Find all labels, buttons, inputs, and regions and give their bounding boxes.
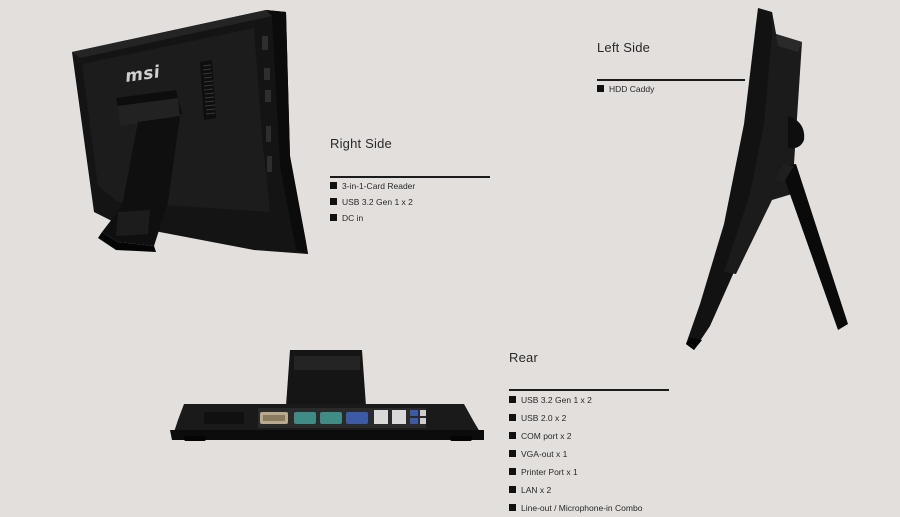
list-item: Line-out / Microphone-in Combo (509, 499, 642, 517)
bullet-square-icon (509, 450, 516, 457)
right-side-rule (330, 176, 490, 178)
device-back-view-image: msi (58, 6, 320, 266)
list-item: HDD Caddy (597, 81, 654, 97)
list-item: 3-in-1-Card Reader (330, 178, 415, 194)
spec-label: DC in (342, 213, 364, 223)
spec-label: VGA-out x 1 (521, 449, 568, 459)
rear-rule (509, 389, 669, 391)
bullet-square-icon (509, 486, 516, 493)
left-side-rule (597, 79, 745, 81)
bullet-square-icon (330, 214, 337, 221)
left-side-title: Left Side (597, 40, 651, 55)
spec-label: Line-out / Microphone-in Combo (521, 503, 643, 513)
spec-label: LAN x 2 (521, 485, 552, 495)
spec-label: HDD Caddy (609, 84, 655, 94)
bullet-square-icon (509, 414, 516, 421)
spec-label: USB 3.2 Gen 1 x 2 (342, 197, 413, 207)
right-side-title: Right Side (330, 136, 392, 151)
left-side-spec-list: HDD Caddy (597, 81, 654, 97)
bullet-square-icon (509, 468, 516, 475)
spec-label: Printer Port x 1 (521, 467, 578, 477)
list-item: Printer Port x 1 (509, 463, 642, 481)
list-item: USB 3.2 Gen 1 x 2 (330, 194, 415, 210)
bullet-square-icon (509, 504, 516, 511)
device-side-view-image (680, 4, 855, 354)
device-rear-view-image (164, 346, 494, 446)
brand-logo: msi (124, 62, 162, 87)
bullet-square-icon (330, 182, 337, 189)
spec-label: 3-in-1-Card Reader (342, 181, 416, 191)
rear-spec-list: USB 3.2 Gen 1 x 2 USB 2.0 x 2 COM port x… (509, 391, 642, 517)
list-item: LAN x 2 (509, 481, 642, 499)
spec-label: COM port x 2 (521, 431, 572, 441)
rear-title: Rear (509, 350, 538, 365)
list-item: COM port x 2 (509, 427, 642, 445)
bullet-square-icon (597, 85, 604, 92)
list-item: DC in (330, 210, 415, 226)
bullet-square-icon (509, 432, 516, 439)
spec-label: USB 2.0 x 2 (521, 413, 567, 423)
list-item: USB 2.0 x 2 (509, 409, 642, 427)
list-item: USB 3.2 Gen 1 x 2 (509, 391, 642, 409)
bullet-square-icon (509, 396, 516, 403)
list-item: VGA-out x 1 (509, 445, 642, 463)
bullet-square-icon (330, 198, 337, 205)
spec-label: USB 3.2 Gen 1 x 2 (521, 395, 592, 405)
right-side-spec-list: 3-in-1-Card Reader USB 3.2 Gen 1 x 2 DC … (330, 178, 415, 226)
